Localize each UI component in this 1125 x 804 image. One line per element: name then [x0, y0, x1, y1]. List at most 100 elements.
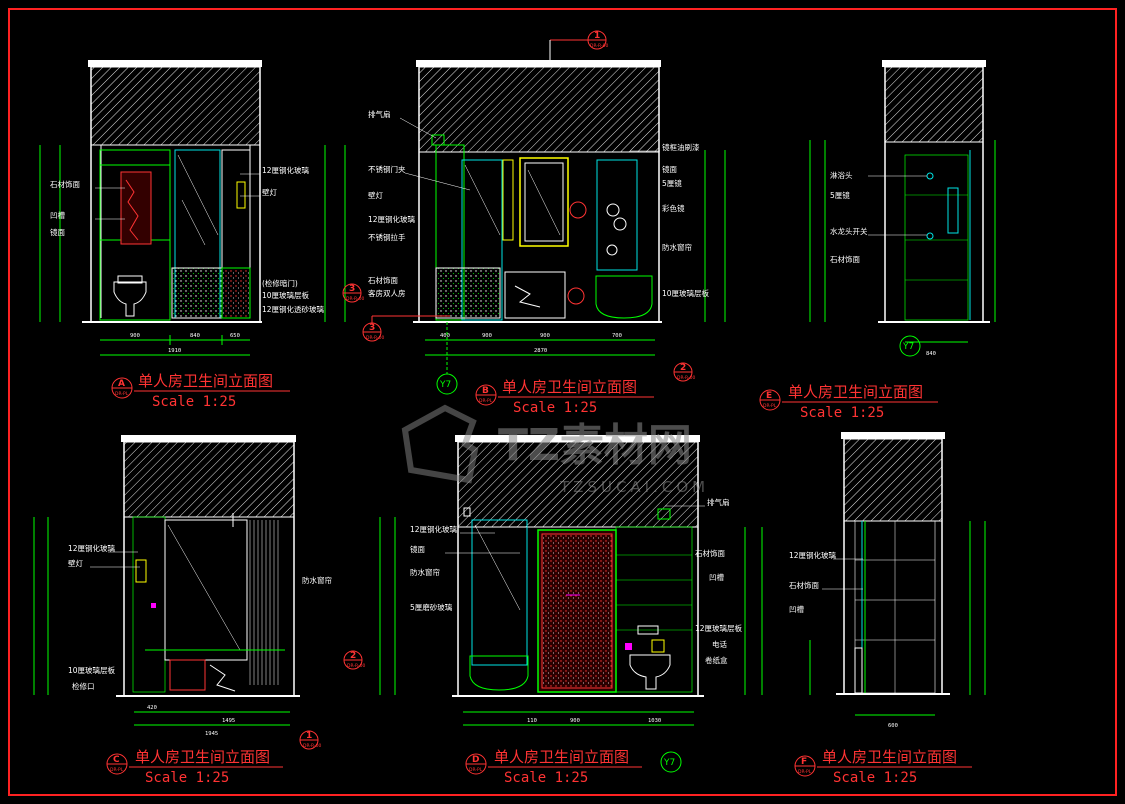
elev-b-dim-2: 900	[482, 333, 492, 339]
elevation-b: 1 DR-R-00 400 900 900 700	[324, 30, 726, 395]
elev-d-dim-1: 110	[527, 718, 537, 724]
elev-d-letter: D	[472, 755, 479, 765]
elev-b-label-4: 12厘钢化玻璃	[368, 214, 416, 224]
elevation-a: 900 840 650 1910 石材饰面 凹槽 镜面 12厘钢化玻璃 壁灯 (…	[39, 60, 346, 356]
elev-e-yview: Y7	[902, 342, 914, 352]
elev-a-label-6: (检修暗门)	[262, 278, 298, 288]
elevation-e-title: E DR-PL 单人房卫生间立面图 Scale 1:25	[759, 383, 938, 421]
elev-a-letter: A	[118, 379, 125, 389]
elev-d-label-3: 镜面	[410, 544, 425, 554]
elev-c-marker-2-sub: DR-R-00	[347, 663, 365, 669]
elev-d-dim-3: 1030	[648, 718, 661, 724]
elev-e-label-4: 石材饰面	[830, 254, 860, 264]
elev-d-yview: Y7	[663, 758, 675, 768]
elev-d-label-10: 卷纸盒	[705, 655, 728, 665]
elev-e-letter: E	[766, 391, 772, 401]
elevation-d: 110 900 1030 排气扇 12厘钢化玻璃 镜面 防水窗帘 5厘磨砂玻璃 …	[379, 435, 763, 773]
elev-b-label-12: 防水窗帘	[662, 242, 692, 252]
elev-a-label-8: 12厘钢化透砂玻璃	[262, 304, 325, 314]
elevation-e: 840 淋浴头 5厘镜 水龙头开关 石材饰面 Y7	[809, 60, 996, 357]
elev-b-title: 单人房卫生间立面图	[502, 378, 637, 396]
elev-d-label-2: 12厘钢化玻璃	[410, 524, 458, 534]
elev-b-code: DR-PL	[479, 398, 493, 404]
elev-c-title: 单人房卫生间立面图	[135, 748, 270, 766]
elevation-b-title: B DR-PL 单人房卫生间立面图 Scale 1:25	[475, 378, 654, 416]
elev-a-label-3: 镜面	[50, 227, 65, 237]
elev-b-marker-2-sub: DR-R-00	[677, 375, 695, 381]
elevation-f: 600 12厘钢化玻璃 石材饰面 凹槽	[789, 432, 986, 729]
elev-e-label-1: 淋浴头	[830, 170, 853, 180]
elev-c-label-5: 检修口	[72, 681, 95, 691]
elev-a-label-2: 凹槽	[50, 210, 65, 220]
elev-d-label-6: 石材饰面	[695, 548, 725, 558]
elev-d-dim-2: 900	[570, 718, 580, 724]
elev-c-marker-1-num: 1	[306, 731, 312, 741]
elev-f-scale: Scale 1:25	[833, 770, 917, 786]
elev-b-label-9: 镜面	[662, 164, 677, 174]
elev-d-label-9: 电话	[712, 639, 727, 649]
elev-c-label-4: 10厘玻璃层板	[68, 665, 116, 675]
elev-d-code: DR-PL	[469, 767, 483, 773]
elev-e-title: 单人房卫生间立面图	[788, 383, 923, 401]
elev-e-label-3: 水龙头开关	[830, 226, 868, 236]
elev-c-label-2: 壁灯	[68, 558, 83, 568]
sheet-frame	[8, 8, 1117, 796]
elev-f-label-3: 凹槽	[789, 604, 804, 614]
top-marker-num: 1	[594, 31, 600, 41]
elev-e-dim-1: 840	[926, 351, 936, 357]
elevation-c: 420 1495 1945 12厘钢化玻璃 壁灯 防水窗帘 10厘玻璃层板 检修…	[33, 435, 365, 750]
elev-b-label-11: 彩色镜	[662, 203, 685, 213]
elev-b-letter: B	[482, 386, 489, 396]
elev-f-title: 单人房卫生间立面图	[822, 748, 957, 766]
elev-a-label-4: 12厘钢化玻璃	[262, 165, 310, 175]
watermark: TZ素材网 TZSUCAI.COM	[401, 404, 709, 496]
elev-b-label-5: 不锈钢拉手	[368, 232, 406, 242]
elev-d-label-8: 12厘玻璃层板	[695, 623, 743, 633]
elev-a-label-5: 壁灯	[262, 187, 277, 197]
elev-c-scale: Scale 1:25	[145, 770, 229, 786]
elevation-c-title: C DR-PL 单人房卫生间立面图 Scale 1:25	[106, 748, 283, 786]
elev-f-label-2: 石材饰面	[789, 580, 819, 590]
elev-d-label-7: 凹槽	[709, 572, 724, 582]
elev-b-label-8: 镜框油刷漆	[662, 142, 700, 152]
elev-f-dim-1: 600	[888, 723, 898, 729]
elev-d-label-1: 排气扇	[707, 497, 730, 507]
watermark-domain: TZSUCAI.COM	[559, 478, 709, 496]
elev-f-code: DR-PL	[798, 769, 812, 775]
elev-b-marker-3-num: 3	[349, 284, 355, 294]
elev-e-label-2: 5厘镜	[830, 190, 850, 200]
elev-b-label-10: 5厘镜	[662, 178, 682, 188]
elev-c-dim-1: 420	[147, 705, 157, 711]
elev-c-letter: C	[113, 755, 120, 765]
elev-c-label-3: 防水窗帘	[302, 575, 332, 585]
elev-b-yview: Y7	[439, 380, 451, 390]
elev-b-marker-3-sub: DR-R-00	[346, 296, 364, 302]
elev-b-label-7: 客房双人房	[368, 288, 406, 298]
elev-d-scale: Scale 1:25	[504, 770, 588, 786]
elev-b-label-2: 不锈钢门夹	[368, 164, 406, 174]
elev-c-label-1: 12厘钢化玻璃	[68, 543, 116, 553]
elev-c-marker-2-num: 2	[350, 651, 356, 661]
elev-d-label-5: 5厘磨砂玻璃	[410, 602, 453, 612]
elev-a-code: DR-PL	[115, 391, 129, 397]
watermark-brand: TZ素材网	[498, 420, 692, 471]
elev-b-dim-4: 700	[612, 333, 622, 339]
elev-a-label-7: 10厘玻璃层板	[262, 290, 310, 300]
elev-a-title: 单人房卫生间立面图	[138, 372, 273, 390]
elev-a-dim-2: 840	[190, 333, 200, 339]
elev-b-dim-3: 900	[540, 333, 550, 339]
elev-b-label-3: 壁灯	[368, 190, 383, 200]
elev-b-label-1: 排气扇	[368, 109, 391, 119]
elev-b-label-13: 10厘玻璃层板	[662, 288, 710, 298]
elev-a-label-1: 石材饰面	[50, 179, 80, 189]
elev-a-dim-total: 1910	[168, 348, 181, 354]
top-marker-sub: DR-R-00	[590, 43, 608, 49]
elev-f-letter: F	[801, 757, 807, 767]
elev-b-marker-3b-num: 3	[369, 323, 375, 333]
elev-b-dim-total: 2870	[534, 348, 547, 354]
elev-c-code: DR-PL	[110, 767, 124, 773]
elev-b-marker-3b-sub: DR-R-00	[366, 335, 384, 341]
elev-c-dim-total: 1945	[205, 731, 218, 737]
elev-b-scale: Scale 1:25	[513, 400, 597, 416]
